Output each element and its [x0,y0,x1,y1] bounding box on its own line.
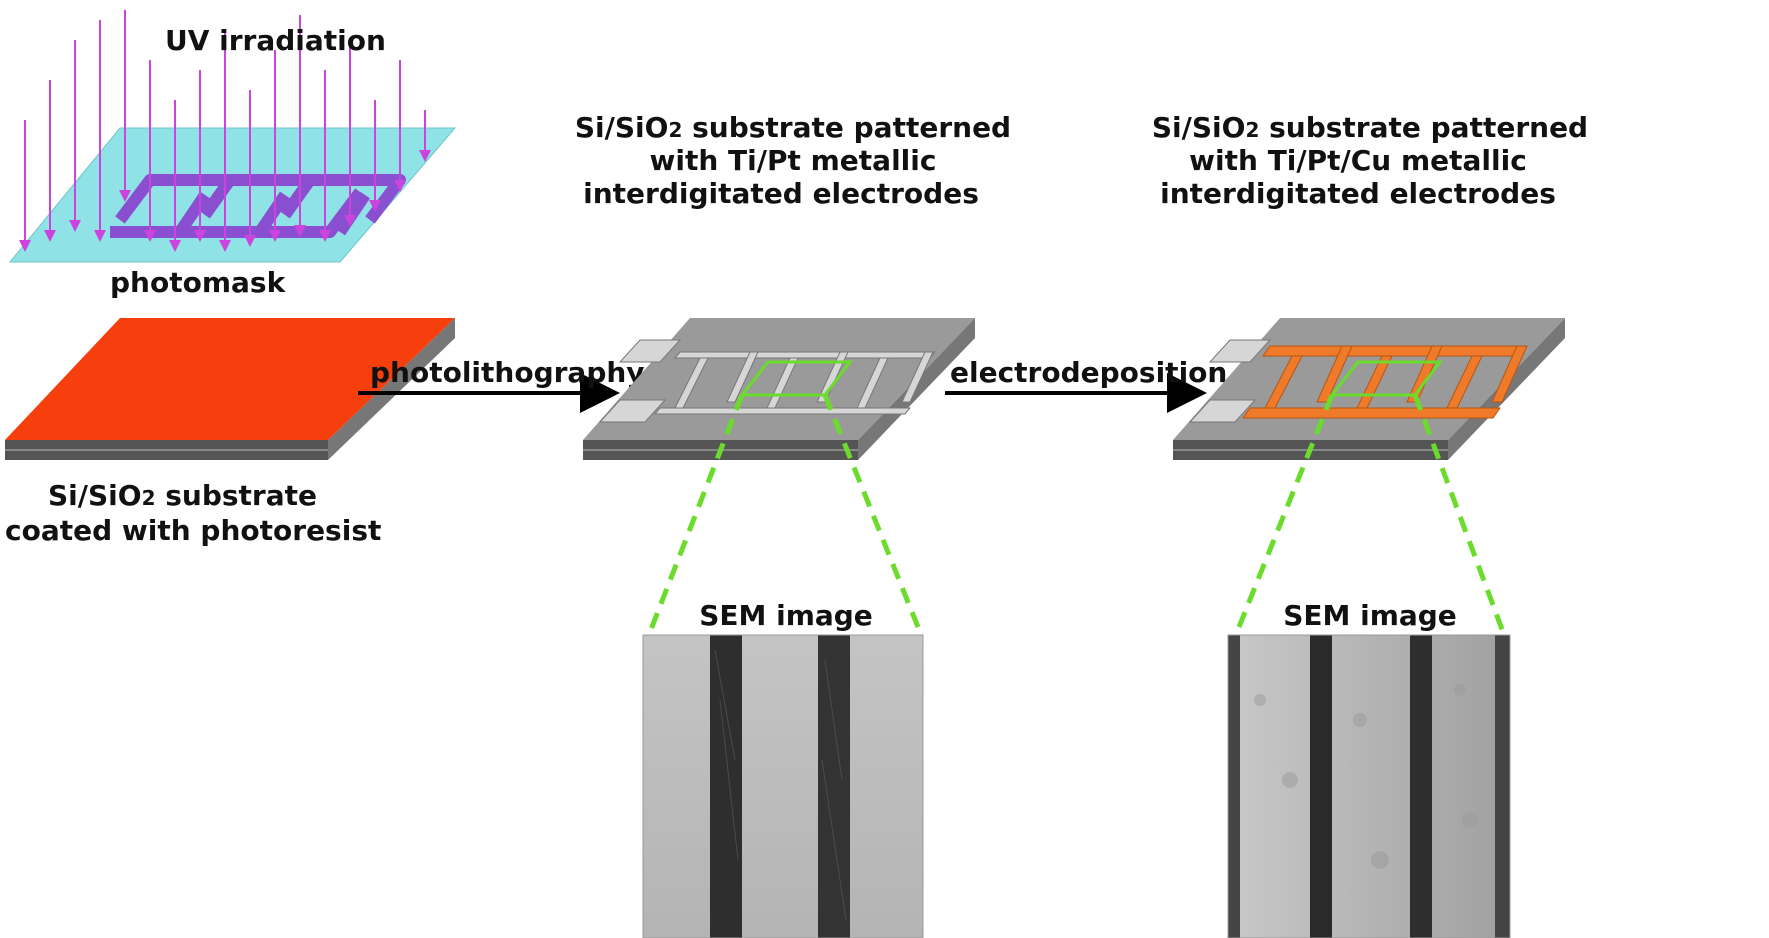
svg-text:Si/SiO2 substrate patterned: Si/SiO2 substrate patterned [1152,111,1588,144]
photolithography-label: photolithography [370,356,645,389]
titles-right: Si/SiO2 substrate patterned with Ti/Pt/C… [1152,111,1588,210]
tiptcu-electrode-chip [1173,318,1565,460]
photomask-label: photomask [110,266,287,299]
substrate-side-right [328,318,455,460]
uv-arrows [19,10,431,252]
substrate-label-line1: Si/SiO2 substrate [48,479,317,512]
tipt-electrode-chip [583,318,975,460]
tiptcu-copper-electrodes [1242,345,1528,419]
sem-label-middle: SEM image [699,599,873,632]
tiptcu-zoom-lines [1234,394,1506,633]
svg-text:interdigitated electrodes: interdigitated electrodes [1160,177,1556,210]
photoresist-substrate [5,318,455,460]
titles-middle: Si/SiO2 substrate patterned with Ti/Pt m… [575,111,1011,210]
tiptcu-pads [1188,339,1272,423]
photoresist-layer [5,318,455,440]
sem-image-tiptcu [1227,634,1511,938]
svg-text:with Ti/Pt/Cu metallic: with Ti/Pt/Cu metallic [1189,144,1527,177]
svg-text:Si/SiO2 substrate patterned: Si/SiO2 substrate patterned [575,111,1011,144]
svg-text:with Ti/Pt metallic: with Ti/Pt metallic [650,144,937,177]
svg-text:interdigitated electrodes: interdigitated electrodes [583,177,979,210]
substrate-label-line2: coated with photoresist [5,514,381,547]
uv-irradiation-label: UV irradiation [165,24,386,57]
tipt-zoom-lines [647,394,923,633]
photomask-assembly: UV irradiation photomask [8,10,457,299]
tipt-electrodes [598,339,937,423]
electrodeposition-label: electrodeposition [950,356,1227,389]
sem-image-tipt [642,634,924,938]
sem-label-right: SEM image [1283,599,1457,632]
